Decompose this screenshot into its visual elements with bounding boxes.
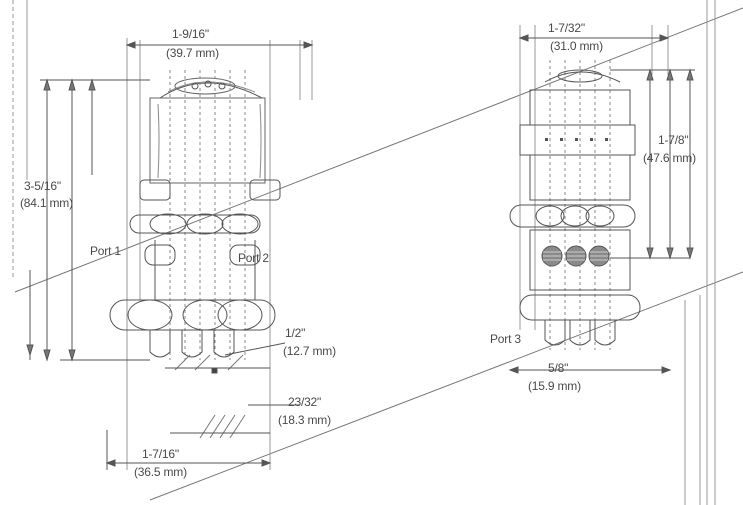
right-height-inch: 1-7/8" [658, 133, 689, 147]
port-3-label: Port 3 [490, 332, 521, 346]
right-offset-mm: (15.9 mm) [528, 379, 581, 393]
port-fittings [541, 245, 610, 267]
port-1-label: Port 1 [90, 244, 121, 258]
left-top-width-inch: 1-9/16" [172, 27, 209, 41]
left-view-dimensions [26, 41, 314, 470]
left-base-width-mm: (36.5 mm) [134, 465, 187, 479]
left-inner-offset-inch: 1/2" [285, 326, 306, 340]
left-top-width-mm: (39.7 mm) [166, 46, 219, 60]
right-offset-inch: 5/8" [548, 361, 569, 375]
left-height-inch: 3-5/16" [24, 179, 61, 193]
left-view-body [109, 38, 313, 470]
port-2-label: Port 2 [238, 251, 269, 265]
right-top-width-inch: 1-7/32" [548, 21, 585, 35]
right-view-dimensions [508, 34, 695, 374]
left-height-mm: (84.1 mm) [20, 196, 73, 210]
right-view-body [509, 0, 716, 505]
right-height-mm: (47.6 mm) [643, 151, 696, 165]
left-base-width-inch: 1-7/16" [142, 447, 179, 461]
construction-line [149, 271, 743, 501]
right-top-width-mm: (31.0 mm) [550, 39, 603, 53]
left-mid-width-inch: 23/32" [288, 395, 322, 409]
construction-line [14, 7, 743, 293]
left-inner-offset-mm: (12.7 mm) [283, 344, 336, 358]
left-mid-width-mm: (18.3 mm) [278, 413, 331, 427]
